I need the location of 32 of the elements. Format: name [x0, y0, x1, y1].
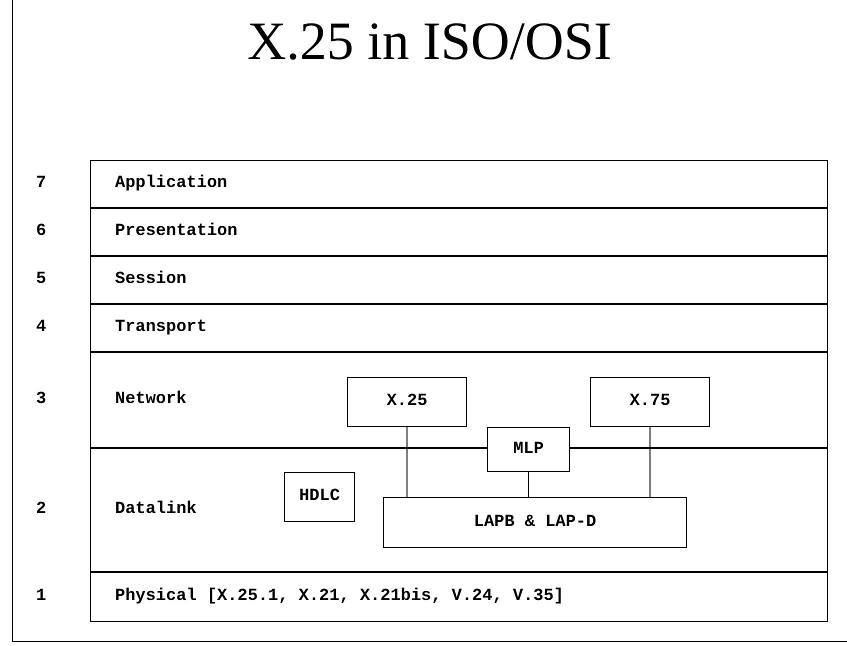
layer-band	[90, 208, 828, 256]
connector-line	[406, 426, 408, 498]
layer-label: Session	[115, 269, 186, 292]
layer-number: 2	[36, 500, 46, 520]
protocol-box	[590, 377, 710, 427]
layer-label: LAPB & LAP-D	[474, 512, 596, 534]
protocol-box	[383, 497, 687, 548]
layer-number: 1	[36, 587, 46, 607]
layer-number: 4	[36, 318, 46, 338]
layer-label: Presentation	[115, 221, 238, 244]
layer-band	[90, 572, 828, 622]
layer-label: Datalink	[115, 499, 197, 522]
layer-label: Application	[115, 173, 228, 196]
layer-number: 6	[36, 222, 46, 242]
layer-number: 5	[36, 270, 46, 290]
layer-label: Transport	[115, 317, 207, 340]
layer-band	[90, 160, 828, 208]
connector-line	[528, 472, 529, 498]
protocol-box	[487, 427, 570, 472]
layer-label: X.75	[630, 391, 670, 414]
layer-label: MLP	[513, 438, 544, 461]
protocol-box	[347, 377, 467, 427]
layer-number: 3	[36, 390, 46, 410]
layer-label: Network	[115, 389, 186, 412]
layer-label: X.25	[386, 391, 428, 414]
layer-number: 7	[36, 174, 46, 194]
protocol-box	[284, 472, 355, 522]
layer-band	[90, 256, 828, 304]
layer-label: HDLC	[299, 486, 340, 508]
layer-label: Physical [X.25.1, X.21, X.21bis, V.24, V.35]	[115, 586, 564, 608]
layer-band	[90, 304, 828, 352]
title: X.25 in ISO/OSI	[246, 10, 613, 73]
